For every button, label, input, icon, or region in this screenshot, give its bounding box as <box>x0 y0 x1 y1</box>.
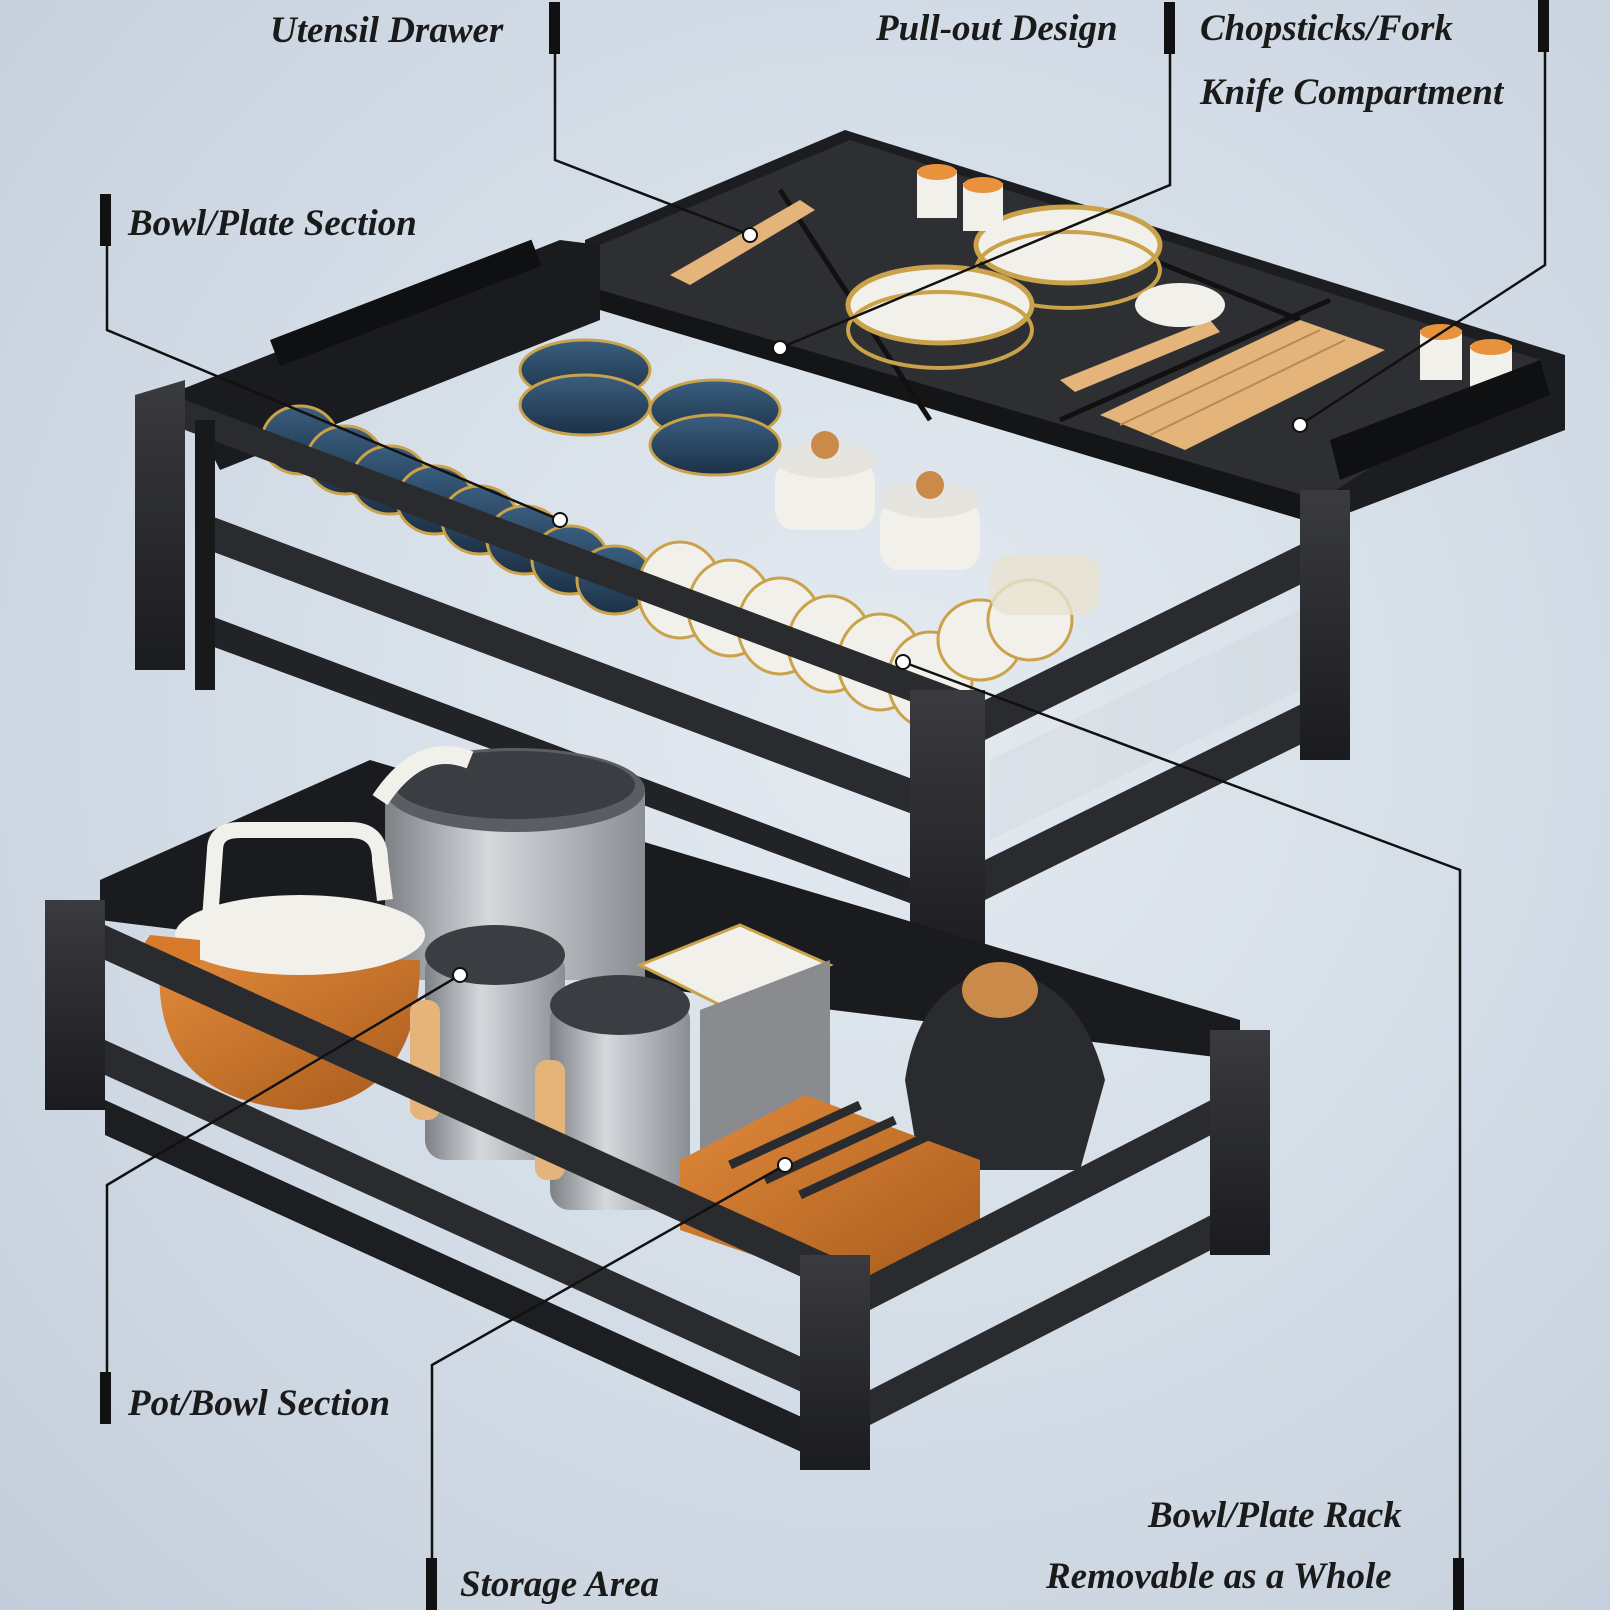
air-fryer <box>905 962 1105 1170</box>
label-knife-compartment: Knife Compartment <box>1200 72 1504 113</box>
tick-utensil-drawer <box>549 2 560 54</box>
lower-basket <box>45 746 1270 1470</box>
label-bowl-plate-rack: Bowl/Plate Rack <box>1148 1495 1402 1536</box>
ladle-head <box>1135 283 1225 327</box>
label-pull-out-design: Pull-out Design <box>876 8 1118 49</box>
tick-chopsticks <box>1538 0 1549 52</box>
tick-storage-area <box>426 1558 437 1610</box>
spatula <box>670 200 815 285</box>
tick-removable <box>1453 1558 1464 1610</box>
callout-dots <box>452 227 1308 1173</box>
callout-lines <box>105 20 1547 1610</box>
label-chopsticks-fork: Chopsticks/Fork <box>1200 8 1453 49</box>
tick-bowl-plate-section <box>100 194 111 246</box>
label-removable-as-whole: Removable as a Whole <box>1046 1556 1392 1597</box>
chopsticks <box>1100 320 1385 450</box>
label-storage-area: Storage Area <box>460 1564 660 1605</box>
label-pot-bowl-section: Pot/Bowl Section <box>128 1383 391 1424</box>
ladle <box>1060 320 1220 392</box>
tick-pull-out-design <box>1164 2 1175 54</box>
utensil-drawer <box>585 130 1565 525</box>
label-utensil-drawer: Utensil Drawer <box>270 10 504 51</box>
tick-pot-bowl-section <box>100 1372 111 1424</box>
plate-stack <box>845 204 1163 370</box>
canisters <box>775 431 1100 615</box>
label-bowl-plate-section: Bowl/Plate Section <box>128 203 417 244</box>
